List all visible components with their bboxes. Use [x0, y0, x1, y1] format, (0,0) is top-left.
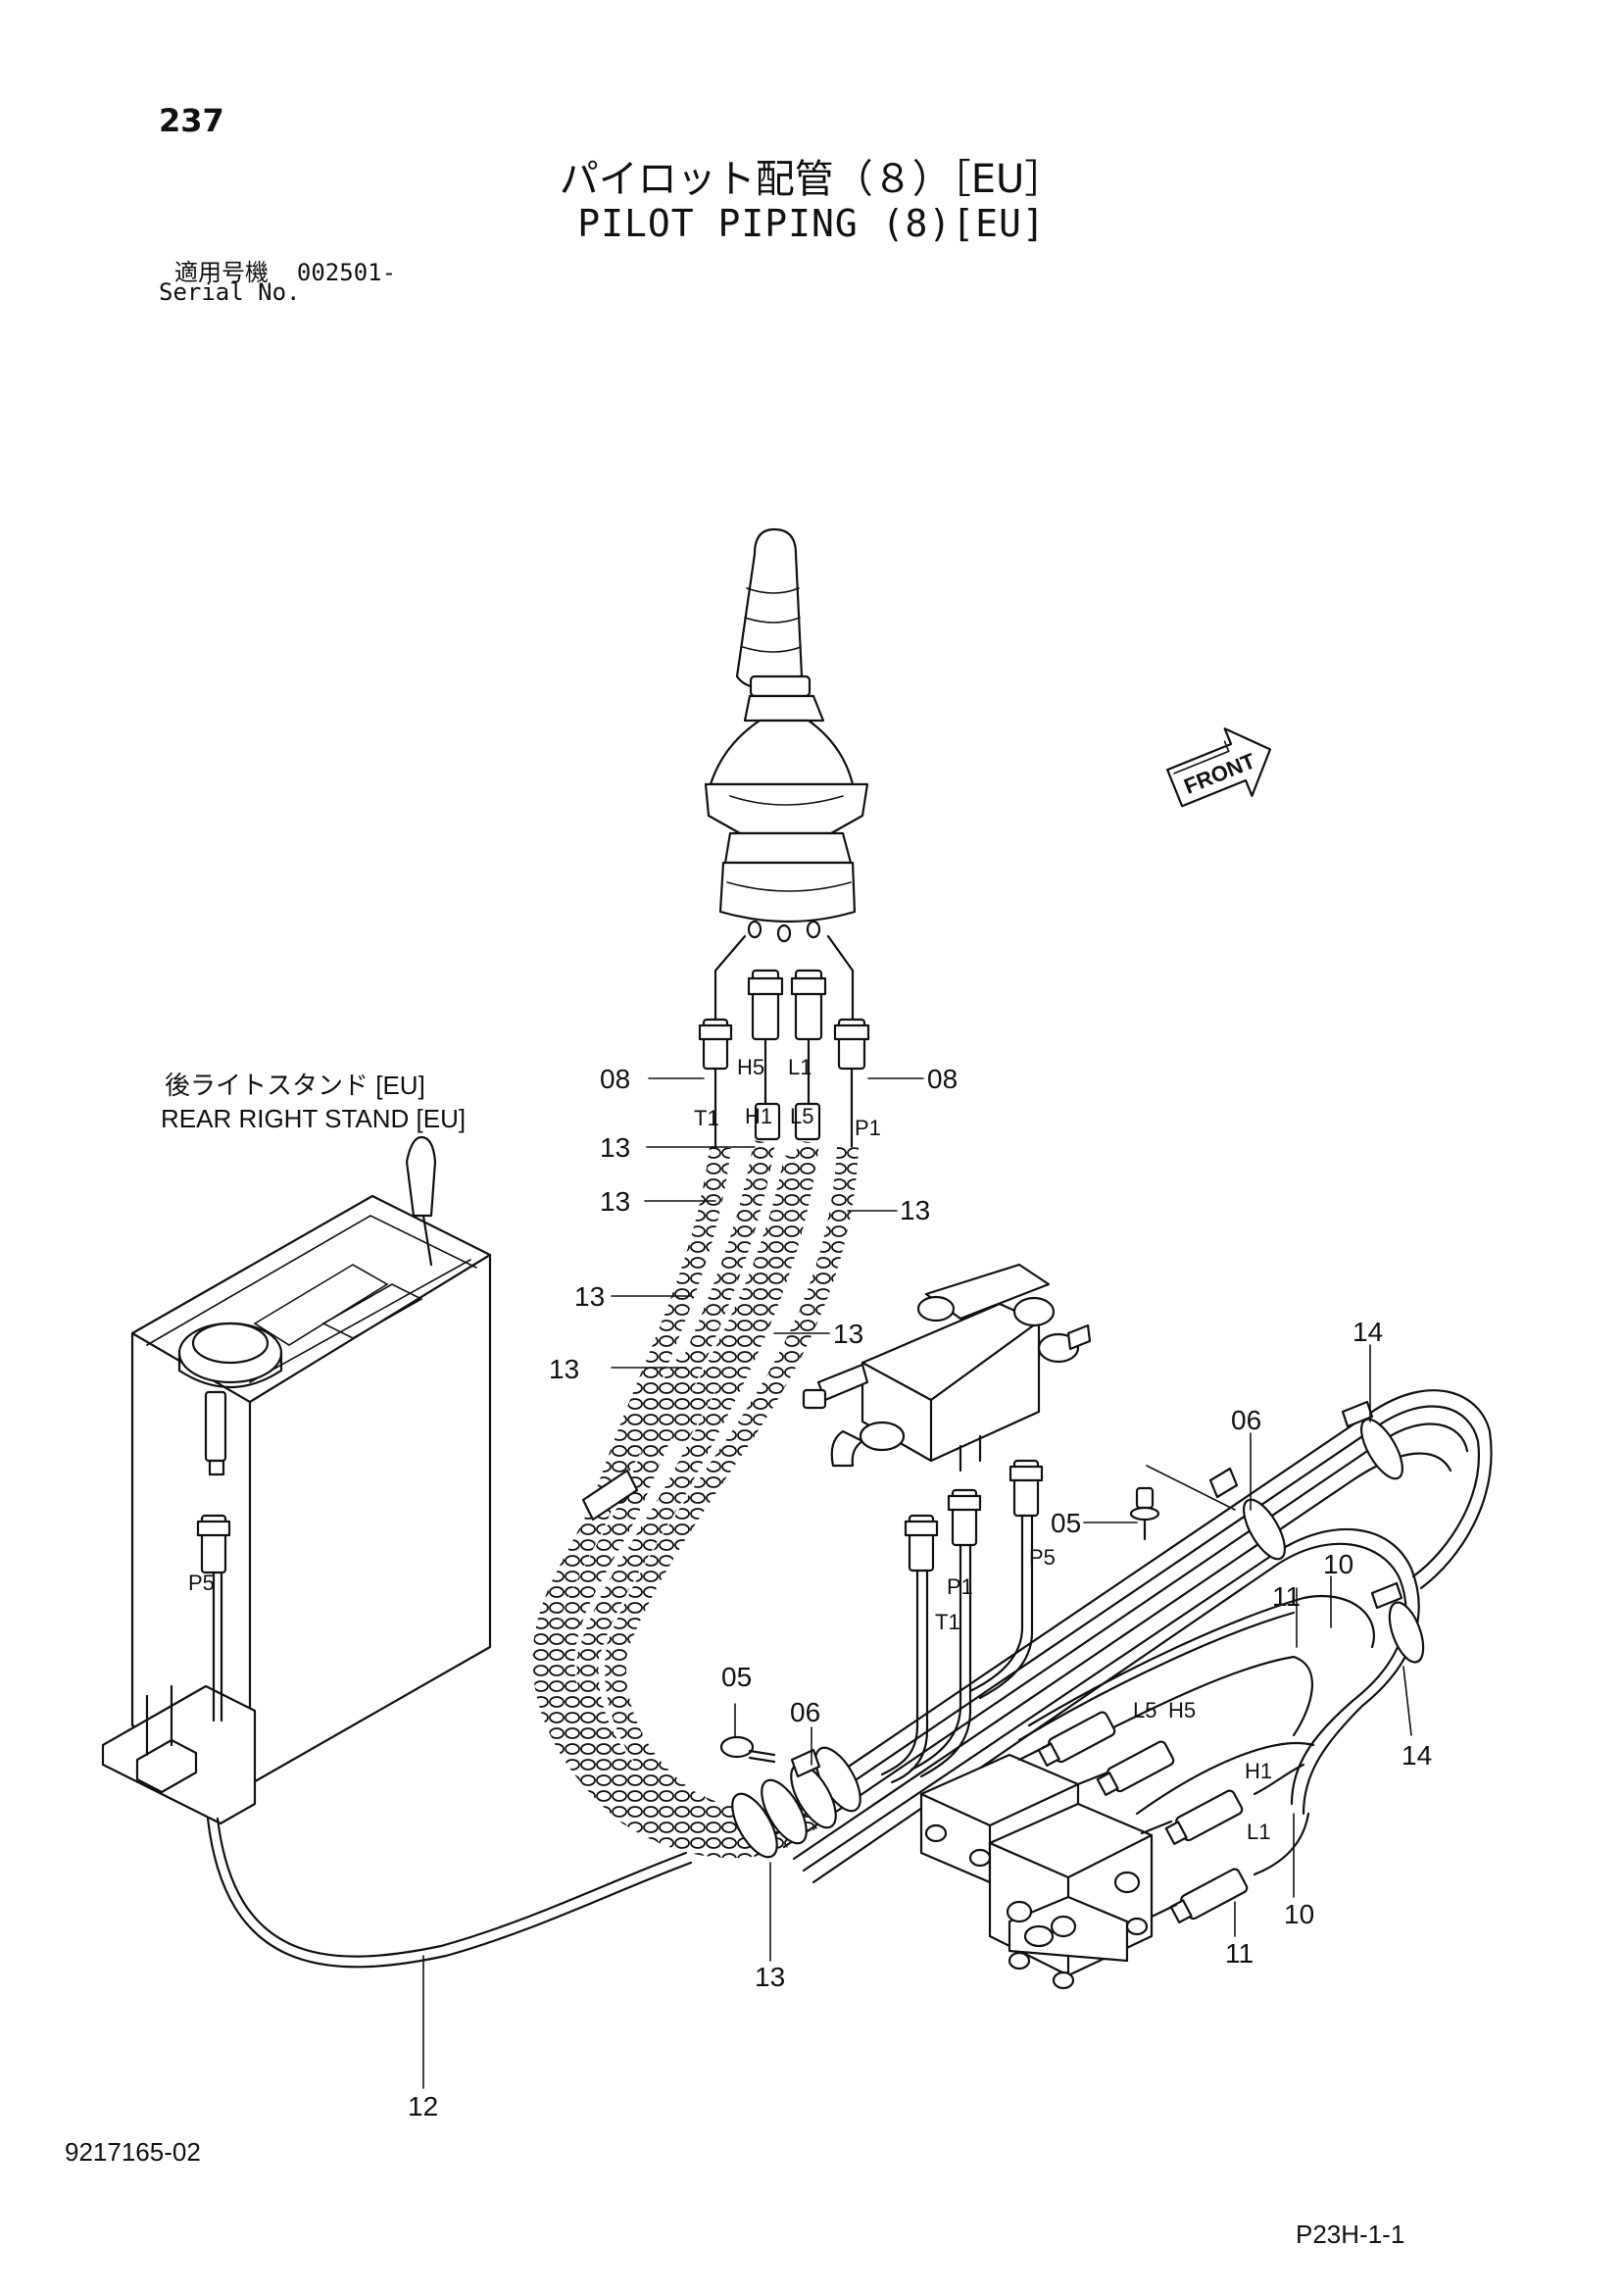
valve-hoses: [880, 1459, 1044, 1784]
part-label-13-bottom: 13: [755, 1962, 785, 1992]
port-label-h5-top: H5: [737, 1055, 764, 1079]
port-label-l5-top: L5: [790, 1104, 813, 1128]
port-labels: T1 H5 L1 P1 H1 L5 P5 T1 P1 P5 L5 H5 H1 L…: [188, 1055, 1272, 1844]
port-label-p5-valve: P5: [1029, 1545, 1056, 1570]
part-label-12: 12: [408, 2091, 438, 2121]
part-label-06-bottom: 06: [790, 1697, 820, 1727]
port-label-h1-top: H1: [745, 1104, 772, 1128]
port-label-l1-top: L1: [788, 1055, 812, 1079]
tube-bundle-main: [719, 1389, 1493, 1884]
port-label-t1-valve: T1: [935, 1610, 960, 1634]
part-number-labels: 08 08 13 13 13 13 13 13 14 06 05 10 11 0…: [408, 1064, 1432, 2121]
port-label-h5-bottom: H5: [1168, 1698, 1196, 1722]
part-label-13-f: 13: [549, 1354, 579, 1384]
port-label-l5-bottom: L5: [1133, 1698, 1156, 1722]
joystick-fittings: [698, 969, 870, 1149]
part-label-13-a: 13: [600, 1132, 630, 1163]
page-number: 237: [159, 102, 224, 139]
hose-12: [206, 1817, 693, 1969]
document-number: 9217165-02: [65, 2137, 201, 2167]
port-label-p1-valve: P1: [947, 1574, 973, 1599]
page-title-japanese: パイロット配管（８）［EU］: [559, 157, 1064, 202]
port-label-p1-top: P1: [855, 1116, 881, 1140]
part-label-10-bottom: 10: [1284, 1899, 1314, 1929]
part-label-08-right: 08: [927, 1064, 958, 1094]
part-label-05-bottom: 05: [721, 1662, 752, 1692]
port-label-p5-stand: P5: [188, 1571, 215, 1595]
part-label-13-e: 13: [833, 1319, 863, 1349]
leader-lines: [422, 1077, 1412, 2089]
shuttle-valve-block: [802, 1263, 1092, 1472]
rear-right-stand: [101, 1135, 492, 1825]
part-label-06-top: 06: [1231, 1405, 1261, 1435]
port-label-t1-top: T1: [694, 1106, 719, 1130]
front-direction-arrow: FRONT: [1166, 727, 1272, 808]
serial-label-english: Serial No.: [159, 278, 301, 306]
coiled-hose-bundle: [532, 1140, 859, 1859]
lower-hose-fittings: [1017, 1711, 1310, 1923]
rear-stand-label-japanese: 後ライトスタンド [EU]: [165, 1071, 425, 1100]
part-label-13-c: 13: [900, 1195, 930, 1225]
part-label-11-top: 11: [1272, 1581, 1301, 1612]
port-label-l1-bottom: L1: [1247, 1820, 1270, 1844]
part-label-10-top: 10: [1323, 1549, 1353, 1579]
serial-range: 002501-: [296, 259, 397, 286]
part-label-08-left: 08: [600, 1064, 630, 1094]
part-label-13-b: 13: [600, 1186, 630, 1217]
part-label-05-top: 05: [1051, 1508, 1081, 1538]
rear-stand-label-english: REAR RIGHT STAND [EU]: [161, 1104, 466, 1133]
part-label-11-bottom: 11: [1225, 1938, 1254, 1969]
page-title-english: PILOT PIPING (8)[EU]: [577, 202, 1046, 245]
serial-jp-label: 適用号機: [174, 259, 269, 286]
port-label-h1-bottom: H1: [1245, 1759, 1272, 1783]
part-label-14-bottom: 14: [1402, 1740, 1432, 1771]
part-label-13-d: 13: [574, 1281, 605, 1312]
page-code: P23H-1-1: [1296, 2220, 1405, 2249]
part-label-14-top: 14: [1352, 1317, 1383, 1347]
serial-label-japanese: 適用号機 002501-: [174, 253, 396, 287]
joystick-lever: [704, 527, 869, 1022]
control-valve-blocks: [919, 1753, 1154, 1990]
